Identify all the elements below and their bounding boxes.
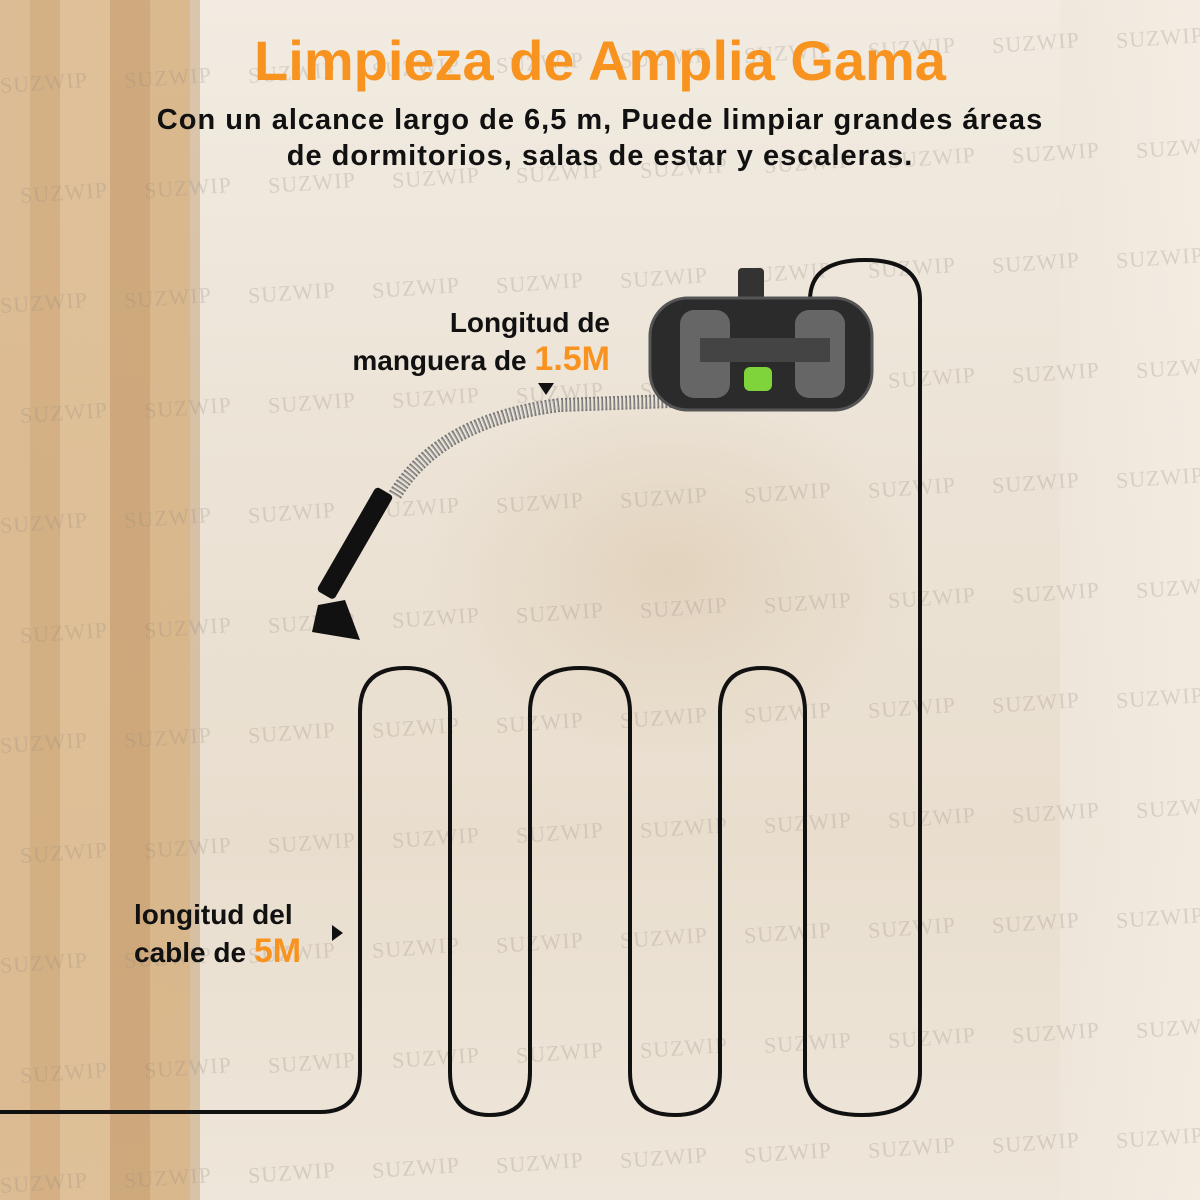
hose-arrow-icon xyxy=(538,383,554,395)
nozzle xyxy=(312,600,360,640)
handle xyxy=(700,338,830,362)
subtitle-line-2: de dormitorios, salas de estar y escaler… xyxy=(286,140,914,172)
wand xyxy=(317,487,393,599)
wood-floor xyxy=(0,0,190,1200)
hose-outline xyxy=(390,395,701,498)
floor-edge xyxy=(190,0,200,1200)
subtitle: Con un alcance largo de 6,5 m, Puede lim… xyxy=(0,102,1200,174)
sofa-background xyxy=(1060,0,1200,1200)
power-button xyxy=(744,367,772,391)
filler-cap xyxy=(738,268,764,304)
cable-length-value: 5M xyxy=(253,932,302,970)
hose-label-prefix: manguera de xyxy=(352,345,535,376)
page-title: Limpieza de Amplia Gama xyxy=(254,29,946,92)
subtitle-line-1: Con un alcance largo de 6,5 m, Puede lim… xyxy=(156,104,1044,136)
hose-length-value: 1.5M xyxy=(534,340,610,378)
cable-length-label: longitud del cable de 5M xyxy=(134,897,301,971)
hose-length-label: Longitud de manguera de 1.5M xyxy=(325,305,610,379)
hose-label-line-1: Longitud de xyxy=(449,307,610,338)
cable-arrow-icon xyxy=(332,925,343,941)
cable-label-prefix: cable de xyxy=(134,937,254,968)
cable-label-line-1: longitud del xyxy=(134,899,293,930)
carpet-stain xyxy=(420,380,920,760)
hose xyxy=(388,393,701,499)
power-cable xyxy=(0,257,922,1118)
